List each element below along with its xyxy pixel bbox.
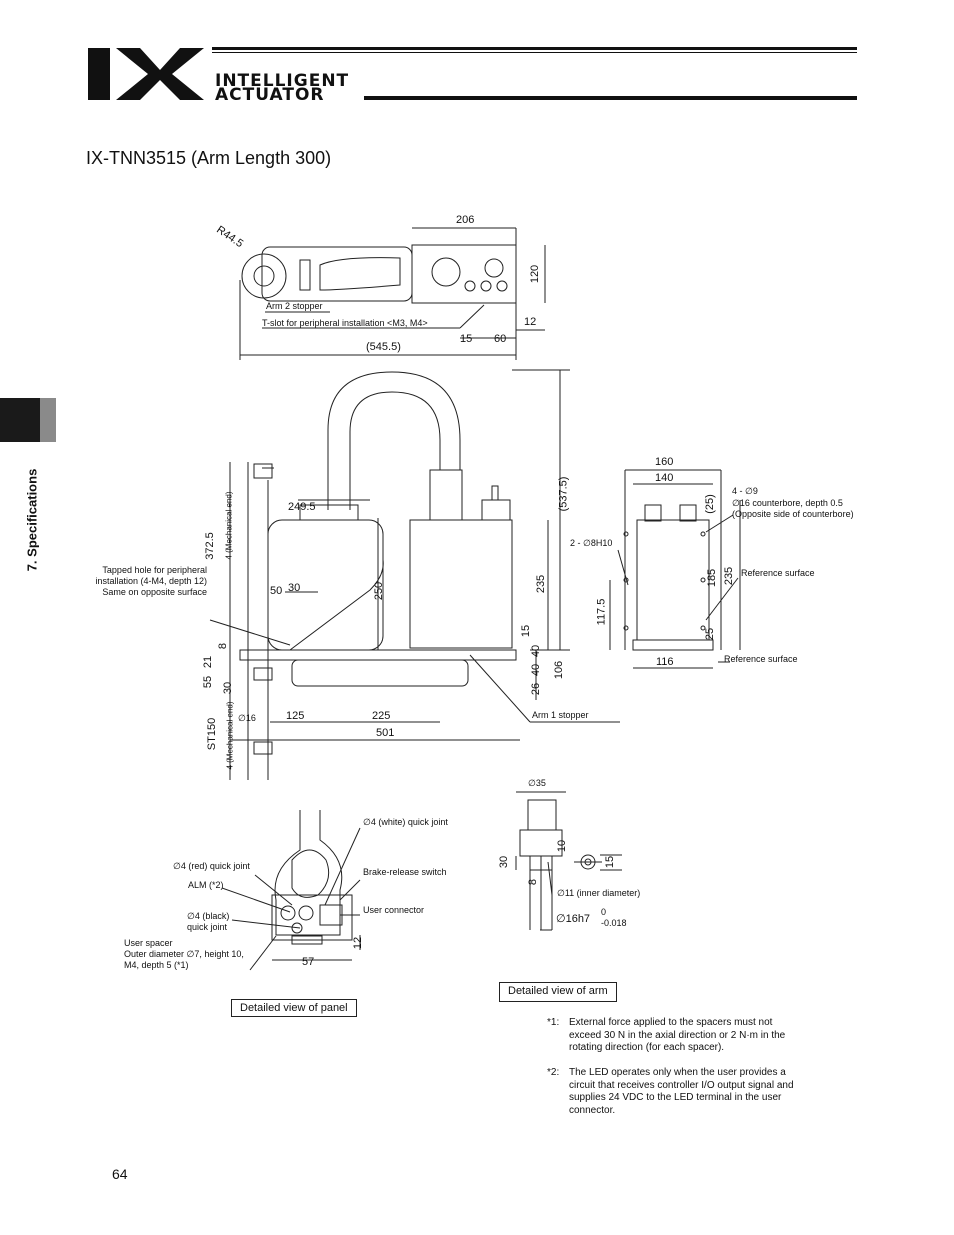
dim-57: 57 [302, 956, 315, 968]
label-reference-surface-2: Reference surface [724, 654, 798, 664]
dim-12: 12 [524, 316, 537, 328]
dim-30b: 30 [222, 681, 235, 695]
dim-16: ∅16 [238, 713, 256, 723]
label-mech-end-top: 4 (Mechanical end) [224, 491, 234, 560]
label-white-joint: ∅4 (white) quick joint [363, 817, 448, 827]
dim-tol-upper: 0 [601, 907, 607, 917]
dim-106: 106 [553, 660, 566, 680]
label-alm: ALM (*2) [188, 880, 224, 890]
label-red-joint: ∅4 (red) quick joint [173, 861, 250, 871]
label-reference-surface-1: Reference surface [741, 568, 815, 578]
label-user-spacer: User spacer Outer diameter ∅7, height 10… [124, 938, 244, 970]
dim-235: 235 [535, 574, 548, 594]
note-1: *1: External force applied to the spacer… [547, 1017, 786, 1053]
dim-35: ∅35 [528, 778, 546, 788]
label-holes: 4 - ∅9 [732, 486, 758, 496]
dim-117-5: 117.5 [595, 598, 608, 626]
dim-15: 15 [460, 333, 473, 345]
dim-st150: ST150 [206, 717, 219, 751]
dim-250: 250 [373, 581, 386, 601]
dim-120: 120 [529, 264, 542, 284]
dim-249-5: 249.5 [288, 501, 316, 513]
dim-50: 50 [270, 585, 283, 597]
dim-501: 501 [376, 727, 395, 739]
dim-12-panel: 12 [352, 936, 365, 950]
brand-line1: INTELLIGENT [215, 71, 350, 91]
label-inner-diameter: ∅11 (inner diameter) [557, 888, 641, 898]
dim-116: 116 [656, 656, 674, 668]
label-black-joint: ∅4 (black) quick joint [187, 911, 230, 932]
dim-60: 60 [494, 333, 507, 345]
header-rule-bottom [364, 96, 857, 100]
label-tslot: T-slot for peripheral installation <M3, … [262, 318, 428, 328]
dim-25a: (25) [703, 494, 716, 514]
dim-160: 160 [655, 456, 674, 468]
dim-545-5: (545.5) [366, 341, 401, 353]
label-user-connector: User connector [363, 905, 425, 915]
label-counterbore: ∅16 counterbore, depth 0.5 (Opposite sid… [732, 498, 854, 519]
label-brake-switch: Brake-release switch [363, 867, 447, 877]
dim-21: 21 [202, 655, 215, 669]
dim-shaft: ∅16h7 [556, 913, 591, 925]
dim-372-5: 372.5 [203, 532, 216, 560]
dim-185: 185 [706, 568, 719, 588]
dim-125: 125 [286, 710, 305, 722]
caption-arm: Detailed view of arm [499, 982, 617, 1002]
label-mech-end-bottom: 4 (Mechanical end) [225, 701, 235, 770]
dim-225: 225 [372, 710, 391, 722]
header-rule-top [212, 47, 857, 50]
label-pin: 2 - ∅8H10 [570, 538, 613, 548]
label-arm1-stopper: Arm 1 stopper [532, 710, 589, 720]
dim-40a: 40 [530, 644, 543, 658]
dim-235-side: 235 [723, 566, 736, 586]
dim-26: 26 [530, 682, 543, 696]
ix-logo [88, 48, 204, 100]
page-number: 64 [112, 1166, 128, 1182]
dim-40b: 40 [530, 663, 543, 677]
chapter-tab-shade [40, 398, 56, 442]
header-rule-top2 [212, 52, 857, 53]
label-tapped-hole: Tapped hole for peripheral installation … [95, 565, 207, 597]
dim-25b: 25 [704, 627, 717, 641]
chapter-tab [0, 398, 40, 442]
dim-55: 55 [202, 675, 215, 689]
dim-140: 140 [655, 472, 674, 484]
caption-panel: Detailed view of panel [231, 999, 357, 1017]
dim-206: 206 [456, 214, 475, 226]
dim-10-arm: 10 [556, 839, 569, 853]
page-title: IX-TNN3515 (Arm Length 300) [86, 148, 332, 168]
dim-15-arm: 15 [604, 855, 617, 869]
dim-30-arm: 30 [498, 855, 511, 869]
dim-537-5: (537.5) [557, 476, 570, 512]
label-arm2-stopper: Arm 2 stopper [266, 301, 323, 311]
dim-tol-lower: -0.018 [601, 918, 627, 928]
dim-30a: 30 [288, 582, 301, 594]
dim-8-arm: 8 [527, 878, 540, 886]
dim-8: 8 [217, 642, 230, 650]
brand-line2: ACTUATOR [215, 85, 325, 105]
note-2: *2: The LED operates only when the user … [547, 1067, 794, 1116]
dim-15-front: 15 [520, 624, 533, 638]
